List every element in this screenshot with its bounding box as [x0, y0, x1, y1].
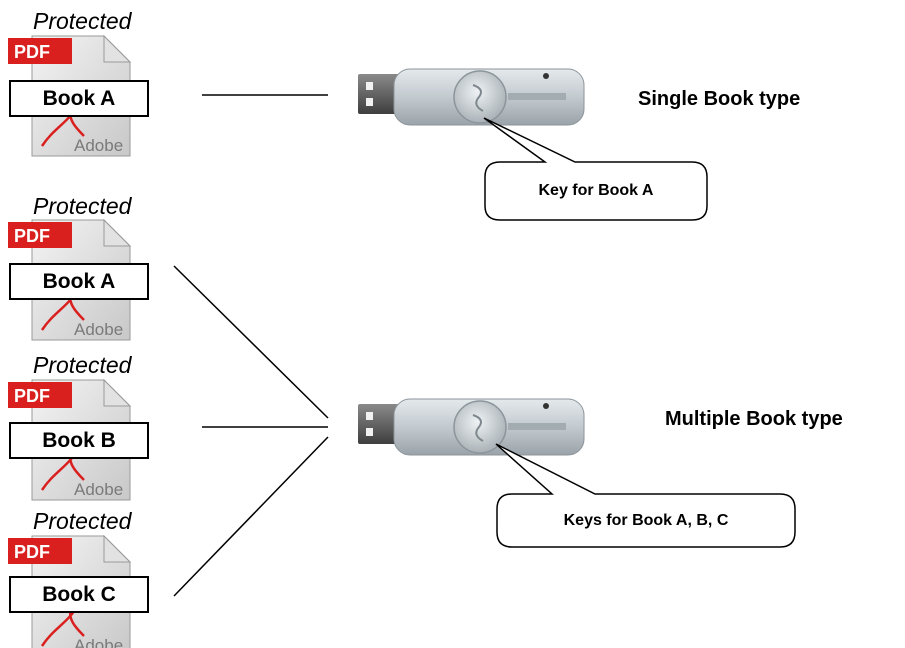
protected-label: Protected [33, 352, 132, 378]
book-label: Book A [9, 263, 149, 300]
pdf-badge-text: PDF [14, 42, 50, 62]
callout-text-single: Key for Book A [538, 182, 654, 199]
book-label: Book A [9, 80, 149, 117]
pdf-badge [8, 382, 72, 408]
adobe-label: Adobe [74, 636, 123, 648]
protected-label: Protected [33, 508, 132, 534]
connector-line-book-a [173, 265, 329, 419]
callout-bubble-multiple [495, 443, 796, 548]
single-book-type-label: Single Book type [638, 88, 801, 110]
pdf-badge [8, 538, 72, 564]
adobe-label: Adobe [74, 480, 123, 499]
book-label: Book B [9, 422, 149, 459]
connector-line-book-c [173, 436, 329, 597]
pdf-badge [8, 38, 72, 64]
pdf-badge-text: PDF [14, 386, 50, 406]
callout-text-multiple: Keys for Book A, B, C [563, 511, 729, 529]
pdf-badge-text: PDF [14, 226, 50, 246]
adobe-label: Adobe [74, 136, 123, 155]
adobe-label: Adobe [74, 320, 123, 339]
callout-bubble-single [483, 117, 708, 221]
protected-label: Protected [33, 193, 132, 219]
usb-key-icon-single [358, 68, 585, 126]
protected-label: Protected [33, 8, 132, 34]
pdf-badge-text: PDF [14, 542, 50, 562]
pdf-badge [8, 222, 72, 248]
multiple-book-type-label: Multiple Book type [665, 408, 843, 430]
usb-key-icon-multiple [358, 398, 585, 456]
book-label: Book C [9, 576, 149, 613]
